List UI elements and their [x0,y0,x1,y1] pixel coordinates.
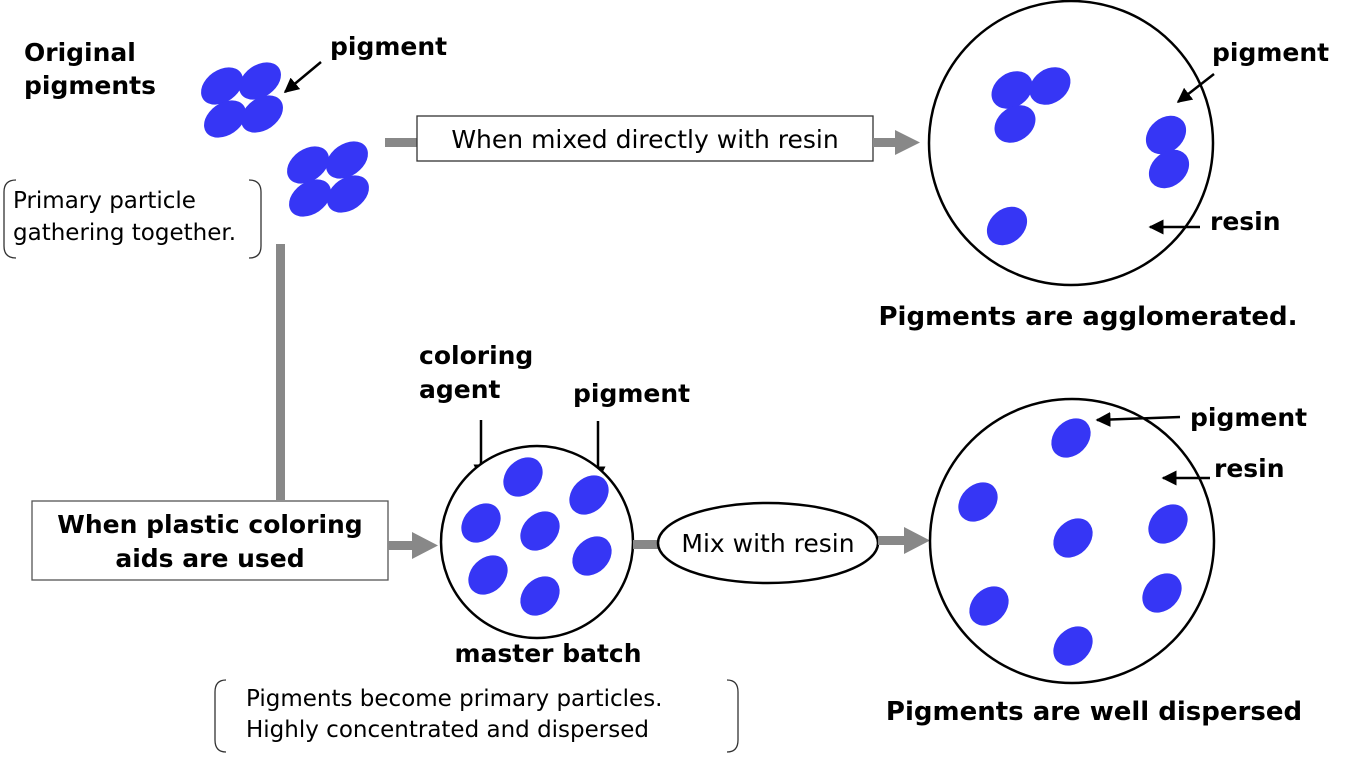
primary-particle-note-line2: gathering together. [13,220,236,246]
coloring-agent-label-line2: agent [419,375,501,404]
coloring-agent-label-line1: coloring [419,341,533,370]
dispersed-caption: Pigments are well dispersed [886,697,1302,727]
masterbatch-pigments [461,457,612,616]
pigment-particle [204,100,246,138]
pigment-particle [289,179,331,217]
pigment-particle [468,555,508,595]
pigment-particle [461,503,501,543]
pigment-particle [572,536,612,576]
pigment-particle [287,146,329,184]
masterbatch-caption: master batch [454,639,641,668]
primary-particles-note-line1: Pigments become primary particles. [246,686,663,712]
pigment-particle [326,141,368,179]
original-pigments-label-line2: pigments [24,71,156,100]
coloring-aids-process-label-line1: When plastic coloring [57,510,362,539]
pigment-particle [520,576,560,616]
pigment-particle [958,482,998,522]
pigment-particle [503,457,543,497]
primary-particles-note-line2: Highly concentrated and dispersed [246,717,649,743]
connector-arrow-top-right [873,130,920,155]
direct-mix-process-label: When mixed directly with resin [451,125,838,154]
resin-label-top-right: resin [1210,207,1281,236]
pigment-label-bottom-right: pigment [1190,403,1307,432]
pigment-pointer-arrow-bottom-right [1095,412,1181,428]
pigment-particle [991,71,1033,109]
primary-particle-note-line1: Primary particle [13,188,196,214]
pigment-particle [969,586,1009,626]
connector-masterbatch-to-mix [633,540,659,549]
primary-particles-note: Pigments become primary particles. Highl… [214,679,739,753]
pigment-label-top-right: pigment [1212,38,1329,67]
resin-label-bottom-right: resin [1214,454,1285,483]
agglomerate-cluster-2 [287,141,369,217]
pigment-particle [1148,504,1188,544]
pigment-particle [1051,418,1091,458]
pigment-particle [986,206,1028,246]
dispersed-pigments [958,418,1188,666]
connector-arrow-to-masterbatch [388,532,438,559]
pigment-particle [1053,518,1093,558]
connector-top-left [385,138,417,147]
pigment-pointer-arrow-top-right [1176,73,1215,103]
pigment-particle [1029,67,1071,105]
pigment-particle [327,175,369,213]
pigment-label-top-left: pigment [330,32,447,61]
pigment-particle [994,105,1036,143]
pigment-particle [569,475,609,515]
agglomerated-pigments [986,67,1190,246]
pigment-particle [239,62,281,100]
primary-particle-note: Primary particle gathering together. [3,179,262,259]
pigment-particle [241,95,283,133]
agglomerate-cluster-1 [201,62,283,138]
pigment-particle [201,67,243,105]
agglomerated-caption: Pigments are agglomerated. [878,302,1297,332]
coloring-aids-process-label-line2: aids are used [115,544,304,573]
original-pigments-label-line1: Original [24,38,136,67]
connector-arrow-to-dispersed [878,527,930,554]
coloring-aids-process-box [31,500,389,581]
vertical-connector [276,244,285,500]
mix-with-resin-label: Mix with resin [681,529,854,558]
pigment-pointer-arrow [283,61,322,93]
pigment-particle [1053,626,1093,666]
pigment-particle [1142,573,1182,613]
pigment-particle [1148,149,1190,189]
pigment-particle [520,511,560,551]
pigment-label-masterbatch: pigment [573,379,690,408]
direct-mix-process-box [416,115,874,162]
pigment-particle [1145,115,1187,155]
